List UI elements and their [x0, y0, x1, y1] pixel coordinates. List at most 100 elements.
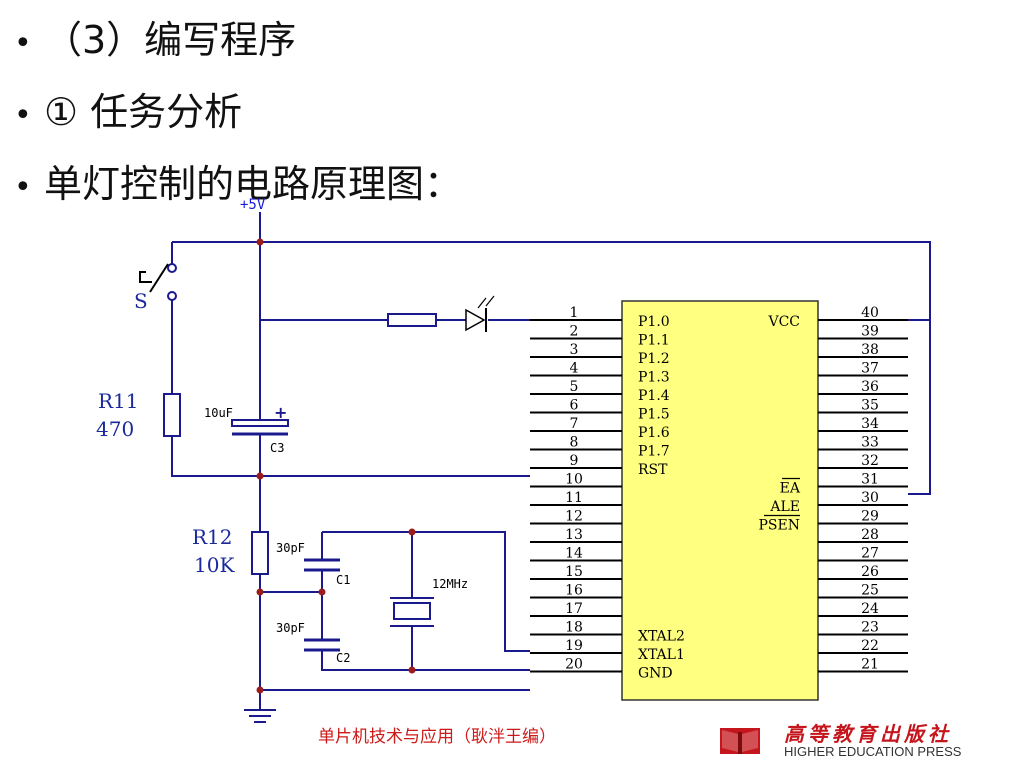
pin-name: EA [780, 481, 801, 497]
crystal-body-icon [393, 602, 431, 620]
junction-node [256, 238, 264, 246]
bullet-dot-icon: • [14, 170, 32, 205]
chip-right-pins: 40VCC393837363534333231EA30ALE29PSEN2827… [759, 305, 908, 673]
pin-number: 35 [861, 398, 879, 414]
pin-number: 26 [861, 564, 879, 580]
crystal-oscillator: 12MHz [390, 577, 468, 627]
pin-number: 27 [861, 546, 879, 562]
bullet-item: •单灯控制的电路原理图： [14, 148, 462, 220]
pin-number: 7 [570, 416, 579, 432]
pin-number: 20 [565, 657, 583, 673]
switch-lever-icon [149, 263, 169, 293]
pin-name: ALE [769, 499, 800, 515]
xtal2-wire [322, 531, 530, 652]
top-rail-wire [172, 241, 931, 495]
book-logo-icon [720, 728, 760, 754]
pin-name: XTAL2 [638, 629, 685, 645]
r11-name: R11 [98, 389, 139, 413]
pin-number: 14 [565, 546, 583, 562]
led-resistor-icon [387, 313, 437, 327]
c2-name: C2 [336, 651, 350, 665]
pin-number: 8 [570, 435, 579, 451]
pin-number: 23 [861, 620, 879, 636]
resistor-r11: R11 470 [96, 389, 181, 441]
pin-name: VCC [767, 314, 800, 330]
bullet-text: （3）编写程序 [44, 18, 297, 62]
pin-number: 40 [861, 305, 879, 321]
push-switch: S [134, 263, 177, 313]
capacitor-c2: 30pF C2 [276, 621, 350, 665]
pin-name: P1.0 [638, 314, 670, 330]
pin-number: 39 [861, 324, 879, 340]
pin-name: GND [638, 666, 673, 682]
resistor-r12-icon [251, 531, 269, 575]
pin-number: 25 [861, 583, 879, 599]
pin-number: 3 [570, 342, 579, 358]
pin-number: 33 [861, 435, 879, 451]
pin-name: P1.2 [638, 351, 670, 367]
bullet-item: • （3）编写程序 [14, 4, 462, 76]
c3-name: C3 [270, 441, 284, 455]
switch-contact-top-icon [167, 263, 177, 273]
pin-number: 18 [565, 620, 583, 636]
chip-left-pins: 1P1.02P1.13P1.24P1.35P1.46P1.57P1.68P1.7… [530, 305, 685, 682]
switch-label: S [134, 289, 148, 313]
pin-number: 30 [861, 490, 879, 506]
pin-number: 36 [861, 379, 879, 395]
junction-node [408, 528, 416, 536]
pin-name: P1.7 [638, 444, 670, 460]
xtal1-wire [321, 650, 530, 671]
pin-number: 28 [861, 527, 879, 543]
pin-number: 11 [565, 490, 583, 506]
pin-number: 12 [565, 509, 583, 525]
bullet-dot-icon: • [14, 98, 32, 133]
rst-wire [171, 436, 530, 477]
junction-nodes [256, 238, 416, 694]
pin-name: PSEN [759, 518, 800, 534]
pin-number: 38 [861, 342, 879, 358]
pin-name: P1.1 [638, 333, 670, 349]
pin-number: 1 [570, 305, 579, 321]
pin-number: 19 [565, 638, 583, 654]
c1-name: C1 [336, 573, 350, 587]
ground-symbol [244, 700, 276, 723]
capacitor-c1: 30pF C1 [276, 541, 350, 587]
pin-number: 9 [570, 453, 579, 469]
resistor-r12: R12 10K [192, 525, 269, 577]
led-diode-icon [465, 308, 486, 332]
pin-name: XTAL1 [638, 647, 685, 663]
junction-node [256, 588, 264, 596]
pin-number: 10 [565, 472, 583, 488]
pin-number: 4 [570, 361, 579, 377]
switch-actuator-icon [139, 271, 152, 283]
mcu-chip-body [621, 300, 819, 701]
bullet-dot-icon: • [14, 26, 32, 61]
led-branch [387, 295, 495, 332]
pin-number: 16 [565, 583, 583, 599]
pin-number: 17 [565, 601, 583, 617]
pin-number: 37 [861, 361, 879, 377]
junction-node [318, 588, 326, 596]
pin-number: 13 [565, 527, 583, 543]
led-light-ray-icon [485, 295, 495, 307]
junction-node [256, 686, 264, 694]
c3-polarity-icon: + [274, 403, 287, 422]
pin-name: P1.3 [638, 370, 670, 386]
pin-number: 15 [565, 564, 583, 580]
bullet-item: •① 任务分析 [14, 76, 462, 148]
pin-number: 31 [861, 472, 879, 488]
bullet-list: • （3）编写程序 •① 任务分析 •单灯控制的电路原理图： [14, 4, 462, 220]
crystal-value: 12MHz [432, 577, 468, 591]
junction-node [256, 472, 264, 480]
led-light-ray-icon [477, 297, 487, 309]
resistor-r11-icon [163, 393, 181, 437]
pin-number: 2 [570, 324, 579, 340]
r12-name: R12 [192, 525, 233, 549]
pin-number: 21 [861, 657, 879, 673]
c1-value: 30pF [276, 541, 305, 555]
switch-contact-bottom-icon [167, 291, 177, 301]
r12-value: 10K [194, 553, 235, 577]
pin-name: P1.4 [638, 388, 670, 404]
capacitor-c3: + 10uF C3 [204, 403, 289, 455]
pin-number: 24 [861, 601, 879, 617]
